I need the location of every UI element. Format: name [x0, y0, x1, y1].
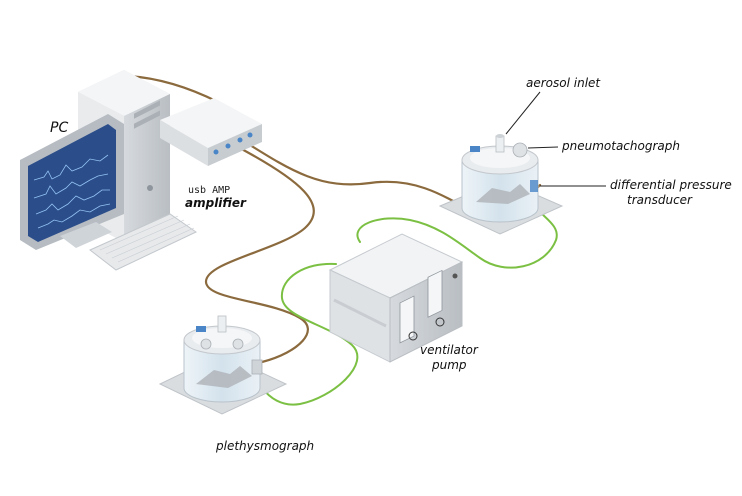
cable-pc-amplifier: [126, 74, 220, 104]
plethysmograph-chamber-icon-lower: [158, 315, 288, 415]
label-transducer: transducer: [627, 193, 692, 207]
label-usb-amp: usb AMP: [188, 185, 231, 196]
leader-lines: [505, 91, 606, 187]
label-ventilator: ventilator: [420, 343, 478, 357]
label-pc: PC: [50, 120, 69, 136]
monitor-icon: [20, 114, 124, 250]
ventilator-pump-icon: [328, 233, 464, 363]
cable-amplifier-plethysmograph: [204, 144, 315, 364]
plethysmograph-chamber-icon: [438, 134, 564, 235]
tube-ventilator-chamber-lower: [261, 262, 359, 406]
leader-aerosol-inlet: [505, 91, 541, 135]
label-aerosol-inlet: aerosol inlet: [526, 76, 601, 90]
label-differential-pressure: differential pressure: [610, 178, 732, 192]
label-pump: pump: [432, 358, 467, 372]
air-tubes: [261, 211, 558, 406]
label-pneumotachograph: pneumotachograph: [562, 139, 680, 153]
keyboard-icon: [89, 213, 197, 271]
amplifier-box-icon: [160, 98, 262, 166]
leader-pneumotachograph: [527, 146, 559, 149]
label-plethysmograph: plethysmograph: [216, 439, 315, 453]
tube-ventilator-chamber-upper: [356, 211, 558, 269]
label-amplifier: amplifier: [185, 196, 246, 210]
